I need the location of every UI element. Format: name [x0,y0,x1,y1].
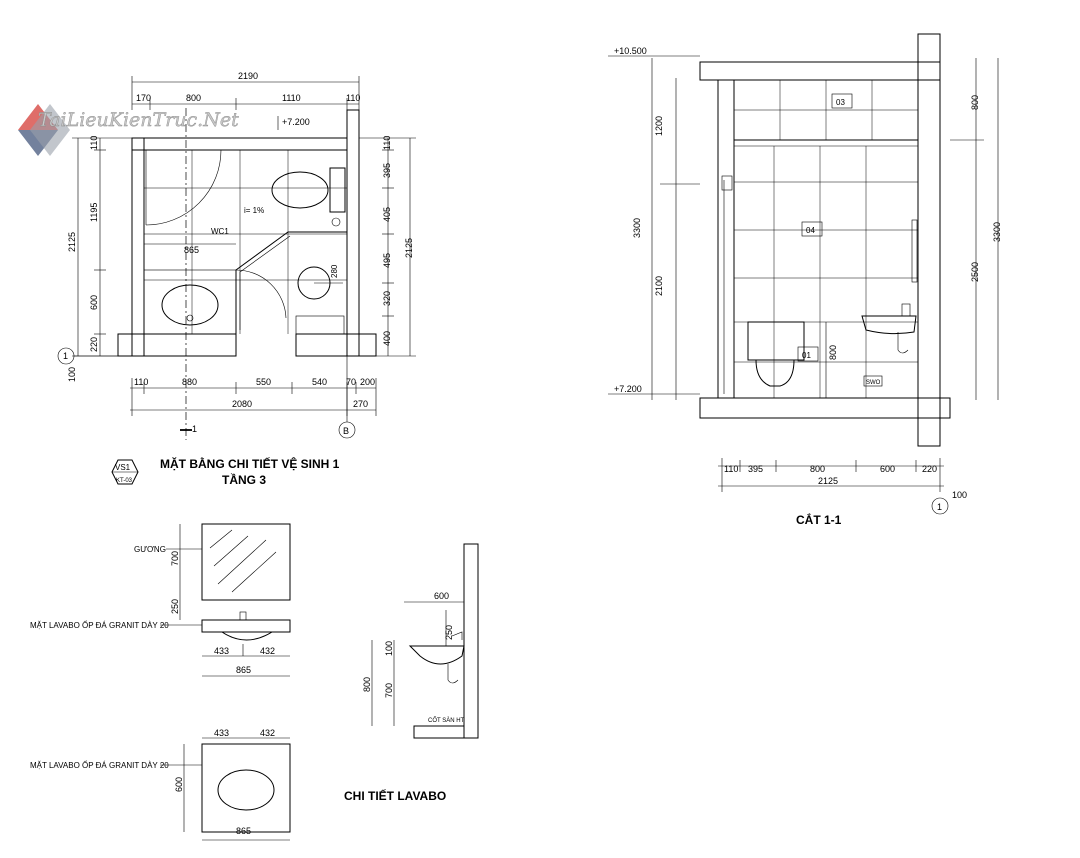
top-dim-1: 433 [214,728,229,738]
plan-section-mark: 1 [192,424,197,434]
counter-label: MẶT LAVABO ỐP ĐÁ GRANIT DÀY 20 [30,620,169,630]
top-counter [201,743,291,833]
front-total: 865 [236,665,251,675]
side-dim-700: 700 [384,683,394,698]
plan-bottom-dim-2: 880 [182,377,197,387]
plan-inner-width: 865 [184,245,199,255]
plan-right-dim-1: 110 [382,136,392,150]
plan-elevation: +7.200 [282,117,310,127]
side-total: 800 [362,677,372,692]
section-inner-dim: 800 [828,345,838,360]
plan-tag-bottom: KT-03 [116,478,133,484]
watermark-text: TaiLieuKienTruc.Net [38,109,239,131]
section-tag-04: 04 [806,226,815,235]
plan-bottom-total: 2080 [232,399,252,409]
section-left-total: 3300 [632,218,642,238]
section-left-dim-1: 1200 [654,116,664,136]
section-bottom-total: 2125 [818,476,838,486]
section-bottom-dim-1: 110 [724,464,738,474]
plan-small-label: 280 [330,264,339,278]
section-bottom-dim-5: 220 [922,464,937,474]
section-axis: 1 [937,502,942,512]
section-right-total: 3300 [992,222,1002,242]
plan-axis-right: B [343,426,349,436]
plan-top-dim-2: 800 [186,93,201,103]
watermark-logo: TaiLieuKienTruc.Net [18,104,239,156]
front-dim-2: 432 [260,646,275,656]
plan-slope-label: i= 1% [244,206,264,215]
plan-bottom-dim-5: 70 [346,377,356,387]
plan-tile-grid [144,150,347,334]
mirror-label: GƯƠNG [134,545,166,554]
plan-toilet [271,167,346,227]
mirror [201,523,291,601]
lavabo-detail: GƯƠNG 700 250 MẶT LAVABO ỐP ĐÁ GRANIT DÀ… [30,523,479,841]
plan-right-dim-4: 495 [382,253,392,268]
top-side-dim: 600 [174,777,184,792]
plan-right-dim-2: 395 [382,163,392,178]
section-right-dim-2: 2500 [970,262,980,282]
plan-bottom-dim-1: 110 [134,377,148,387]
plan-right-total: 2125 [404,238,414,258]
plan-bottom-dim-4: 540 [312,377,327,387]
plan-left-dim-4: 220 [89,337,99,352]
section-tag-01: 01 [802,351,811,360]
elev-dim-700: 700 [170,551,180,566]
section-1-1: 03 04 01 800 SWO +10.500 +7.200 3300 120… [608,33,1002,527]
floor-label: CỐT SÀN HT [428,717,465,724]
plan-left-dim-5: 100 [67,367,77,382]
plan-top-total: 2190 [238,71,258,81]
plan-tag-top: VS1 [115,463,131,472]
top-dim-2: 432 [260,728,275,738]
plan-top-dim-3: 1110 [282,93,301,103]
section-toilet [747,321,805,387]
elev-dim-250: 250 [170,599,180,614]
plan-bottom-dim-3: 550 [256,377,271,387]
plan-room-label: WC1 [211,227,229,236]
floor-plan: 1 WC1 i= 1% 865 280 +7.200 2190 170 800 … [57,71,416,487]
section-right-dim-1: 800 [970,95,980,110]
side-dim-100: 100 [384,641,394,656]
section-elev-bottom: +7.200 [614,384,642,394]
section-elev-top: +10.500 [614,46,647,56]
front-dim-1: 433 [214,646,229,656]
plan-left-dim-2: 1195 [89,203,99,222]
plan-bottom-dim-6: 200 [360,377,375,387]
plan-axis-left: 1 [63,351,68,361]
section-axis-extra: 100 [952,490,967,500]
plan-right-dim-6: 400 [382,331,392,346]
plan-top-dim-4: 110 [346,93,360,103]
plan-bottom-extra: 270 [353,399,368,409]
side-dim-250: 250 [444,625,454,640]
section-left-dim-2: 2100 [654,276,664,296]
plan-title: MẶT BẰNG CHI TIẾT VỆ SINH 1 [160,456,340,471]
plan-right-dim-5: 320 [382,291,392,306]
section-bottom-dim-4: 600 [880,464,895,474]
plan-right-dim-3: 405 [382,207,392,222]
plan-top-dim-1: 170 [136,93,151,103]
section-bottom-dim-3: 800 [810,464,825,474]
plan-left-total: 2125 [67,232,77,252]
plan-left-dim-1: 110 [89,136,99,150]
section-axis-marker [931,497,949,515]
top-total: 865 [236,826,251,836]
front-counter [201,619,291,633]
section-bottom-dim-2: 395 [748,464,763,474]
plan-left-dim-3: 600 [89,295,99,310]
section-title: CẮT 1-1 [796,512,842,527]
lavabo-title: CHI TIẾT LAVABO [344,788,446,803]
counter-label-2: MẶT LAVABO ỐP ĐÁ GRANIT DÀY 20 [30,760,169,770]
section-swo: SWO [866,380,881,386]
plan-subtitle: TẦNG 3 [222,472,266,487]
section-tag-03: 03 [836,98,845,107]
section-lavabo [861,303,917,354]
side-top-dim: 600 [434,591,449,601]
plan-lavabo [143,269,237,335]
